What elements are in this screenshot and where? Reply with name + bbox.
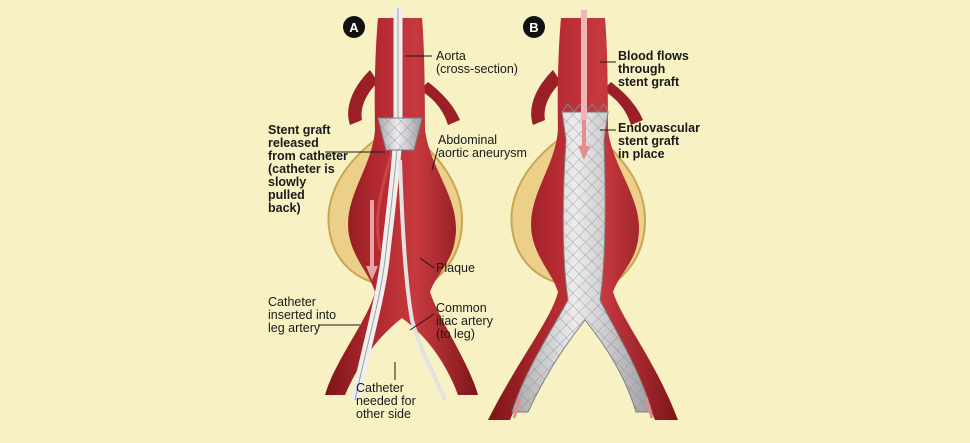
panel-b-artery xyxy=(488,10,678,420)
label-plaque: Plaque xyxy=(436,261,475,275)
label-blood-flows: Blood flows through stent graft xyxy=(618,49,689,89)
label-endovascular: Endovascular stent graft in place xyxy=(618,121,700,161)
label-iliac: Common iliac artery (to leg) xyxy=(436,301,493,341)
label-catheter-other: Catheter needed for other side xyxy=(356,381,416,421)
panel-a-artery xyxy=(325,8,478,401)
label-catheter-leg: Catheter inserted into leg artery xyxy=(268,295,337,335)
panel-b-badge: B xyxy=(523,16,545,38)
label-aneurysm: Abdominal aortic aneurysm xyxy=(438,133,527,160)
label-stent-released: Stent graft released from catheter (cath… xyxy=(268,123,348,215)
panel-a-badge: A xyxy=(343,16,365,38)
panel-a-leaders xyxy=(318,55,439,380)
panel-b-leaders xyxy=(600,61,616,131)
label-aorta: Aorta (cross-section) xyxy=(436,49,518,76)
